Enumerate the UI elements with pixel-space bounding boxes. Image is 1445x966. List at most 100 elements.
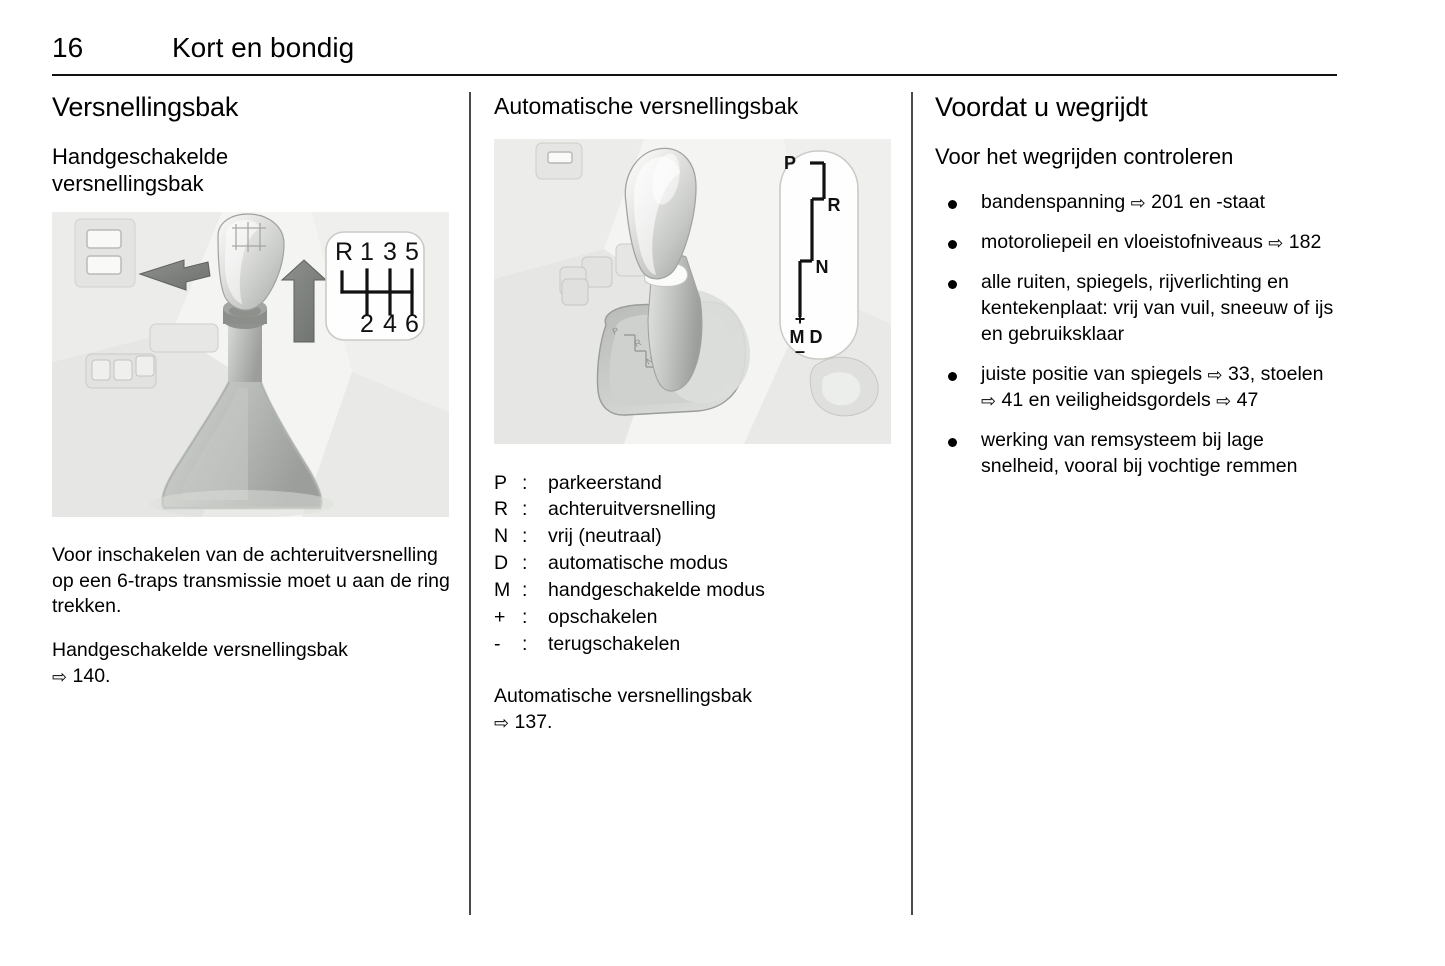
gear-legend-row: - : terugschakelen: [494, 631, 894, 658]
gear-legend-row: + : opschakelen: [494, 604, 894, 631]
gear-legend-key: P: [494, 471, 508, 494]
gear-legend-key: M: [494, 579, 511, 602]
svg-text:+: +: [795, 309, 806, 329]
checklist-item: motoroliepeil en vloeistofniveaus ⇨ 182: [935, 230, 1337, 256]
bullet-dot-icon: [948, 371, 957, 381]
svg-text:3: 3: [383, 238, 397, 266]
gear-legend-row: N : vrij (neutraal): [494, 523, 894, 550]
page-ref-number: 33,: [1222, 362, 1256, 385]
svg-text:R: R: [335, 238, 353, 266]
page-ref-arrow-icon: ⇨: [1216, 390, 1232, 412]
page-ref-arrow-icon: ⇨: [52, 667, 68, 689]
gear-legend-separator: :: [522, 471, 528, 494]
manual-gearshift-lever-illustration: R 1 3 5 2 4 6: [52, 211, 449, 517]
middle-footer-text: Automatische versnellingsbak: [494, 684, 752, 707]
gear-legend-key: +: [494, 606, 506, 629]
checklist-item-text: en veiligheidsgordels: [1023, 388, 1217, 411]
checklist-item: werking van remsysteem bij lage snelheid…: [935, 428, 1337, 480]
svg-text:P: P: [611, 325, 621, 337]
svg-text:D: D: [810, 327, 823, 347]
column-left: Versnellingsbak Handgeschakelde versnell…: [52, 92, 452, 690]
page-ref-number: 47: [1231, 388, 1259, 411]
page-ref-arrow-icon: ⇨: [494, 712, 510, 734]
left-sub-title-line2: versnellingsbak: [52, 171, 204, 197]
gear-legend-row: M : handgeschakelde modus: [494, 577, 894, 604]
page-ref-arrow-icon: ⇨: [1207, 364, 1223, 386]
column-divider-2: [911, 92, 913, 915]
left-paragraph-2: Handgeschakelde versnellingsbak ⇨ 140.: [52, 638, 452, 690]
checklist-item: bandenspanning ⇨ 201 en -staat: [935, 190, 1337, 216]
page-ref-arrow-icon: ⇨: [981, 390, 997, 412]
page-ref-number: 201: [1145, 191, 1184, 214]
left-section-title: Versnellingsbak: [52, 92, 239, 122]
gear-legend-separator: :: [522, 525, 528, 548]
svg-text:1: 1: [360, 238, 374, 266]
checklist-item-text: juiste positie van spiegels: [981, 362, 1208, 385]
column-right: Voordat u wegrijdt Voor het wegrijden co…: [935, 92, 1337, 480]
middle-section-title: Automatische versnellingsbak: [494, 93, 799, 119]
page-ref-arrow-icon: ⇨: [1268, 233, 1284, 255]
bullet-dot-icon: [948, 280, 957, 290]
page-ref-number: 182: [1283, 231, 1322, 254]
middle-footer-reference: Automatische versnellingsbak ⇨ 137.: [494, 684, 894, 736]
checklist-item-text: bandenspanning: [981, 191, 1131, 214]
checklist-item: juiste positie van spiegels ⇨ 33, stoele…: [935, 362, 1337, 414]
checklist-item-text: en -staat: [1183, 191, 1265, 214]
svg-text:2: 2: [360, 310, 374, 338]
checklist-item-text: alle ruiten, spiegels, rijverlichting en…: [981, 271, 1334, 345]
svg-text:6: 6: [405, 310, 419, 338]
gear-legend-list: P : parkeerstand R : achteruitversnellin…: [494, 470, 894, 658]
svg-text:R: R: [828, 195, 841, 215]
left-paragraph-2-ref: 140.: [72, 665, 111, 688]
content-columns: Versnellingsbak Handgeschakelde versnell…: [0, 92, 1445, 932]
bullet-dot-icon: [948, 437, 957, 447]
gear-legend-value: terugschakelen: [548, 632, 681, 655]
column-middle: Automatische versnellingsbak: [494, 92, 894, 736]
gear-legend-key: -: [494, 632, 501, 655]
gear-legend-value: opschakelen: [548, 606, 658, 629]
svg-text:R: R: [633, 336, 643, 348]
automatic-gearshift-lever-illustration: P R N M D: [494, 138, 891, 444]
bullet-dot-icon: [948, 240, 957, 250]
chapter-title: Kort en bondig: [172, 32, 355, 63]
left-paragraph-2-text: Handgeschakelde versnellingsbak: [52, 639, 348, 662]
bullet-dot-icon: [948, 200, 957, 210]
svg-text:N: N: [645, 355, 655, 367]
gear-legend-value: automatische modus: [548, 552, 728, 575]
column-divider-1: [469, 92, 471, 915]
gear-legend-value: parkeerstand: [548, 471, 662, 494]
left-sub-title-line1: Handgeschakelde: [52, 144, 229, 170]
gear-legend-separator: :: [522, 606, 528, 629]
svg-text:–: –: [795, 341, 805, 361]
gear-legend-value: achteruitversnelling: [548, 498, 717, 521]
gear-legend-separator: :: [522, 632, 528, 655]
gear-legend-key: N: [494, 525, 509, 548]
gear-legend-value: handgeschakelde modus: [548, 579, 765, 602]
svg-text:4: 4: [383, 310, 397, 338]
left-paragraph-1: Voor inschakelen van de achteruitversnel…: [52, 543, 450, 618]
svg-text:N: N: [816, 257, 829, 277]
middle-footer-ref: 137.: [514, 710, 553, 733]
checklist-item-text: werking van remsysteem bij lage snelheid…: [981, 428, 1298, 477]
right-sub-title: Voor het wegrijden controleren: [935, 144, 1234, 170]
checklist-item: alle ruiten, spiegels, rijverlichting en…: [935, 270, 1337, 348]
svg-text:M: M: [790, 327, 805, 347]
left-sub-title: Handgeschakelde versnellingsbak: [52, 143, 452, 198]
gear-legend-row: P : parkeerstand: [494, 470, 894, 497]
gear-legend-value: vrij (neutraal): [548, 525, 662, 548]
checklist-item-text: stoelen: [1255, 362, 1324, 385]
right-section-title: Voordat u wegrijdt: [935, 92, 1148, 122]
gear-legend-row: R : achteruitversnelling: [494, 496, 894, 523]
gear-legend-separator: :: [522, 579, 528, 602]
pre-drive-checklist: bandenspanning ⇨ 201 en -staat motoroliep…: [935, 190, 1337, 479]
svg-text:P: P: [784, 153, 796, 173]
gear-legend-key: R: [494, 498, 509, 521]
page-number: 16: [52, 32, 84, 63]
checklist-item-text: motoroliepeil en vloeistofniveaus: [981, 231, 1269, 254]
gear-legend-key: D: [494, 552, 509, 575]
gear-legend-row: D : automatische modus: [494, 550, 894, 577]
page-header: 16 Kort en bondig: [52, 32, 1337, 76]
svg-text:5: 5: [405, 238, 419, 266]
gear-legend-separator: :: [522, 552, 528, 575]
page-ref-arrow-icon: ⇨: [1130, 193, 1146, 215]
